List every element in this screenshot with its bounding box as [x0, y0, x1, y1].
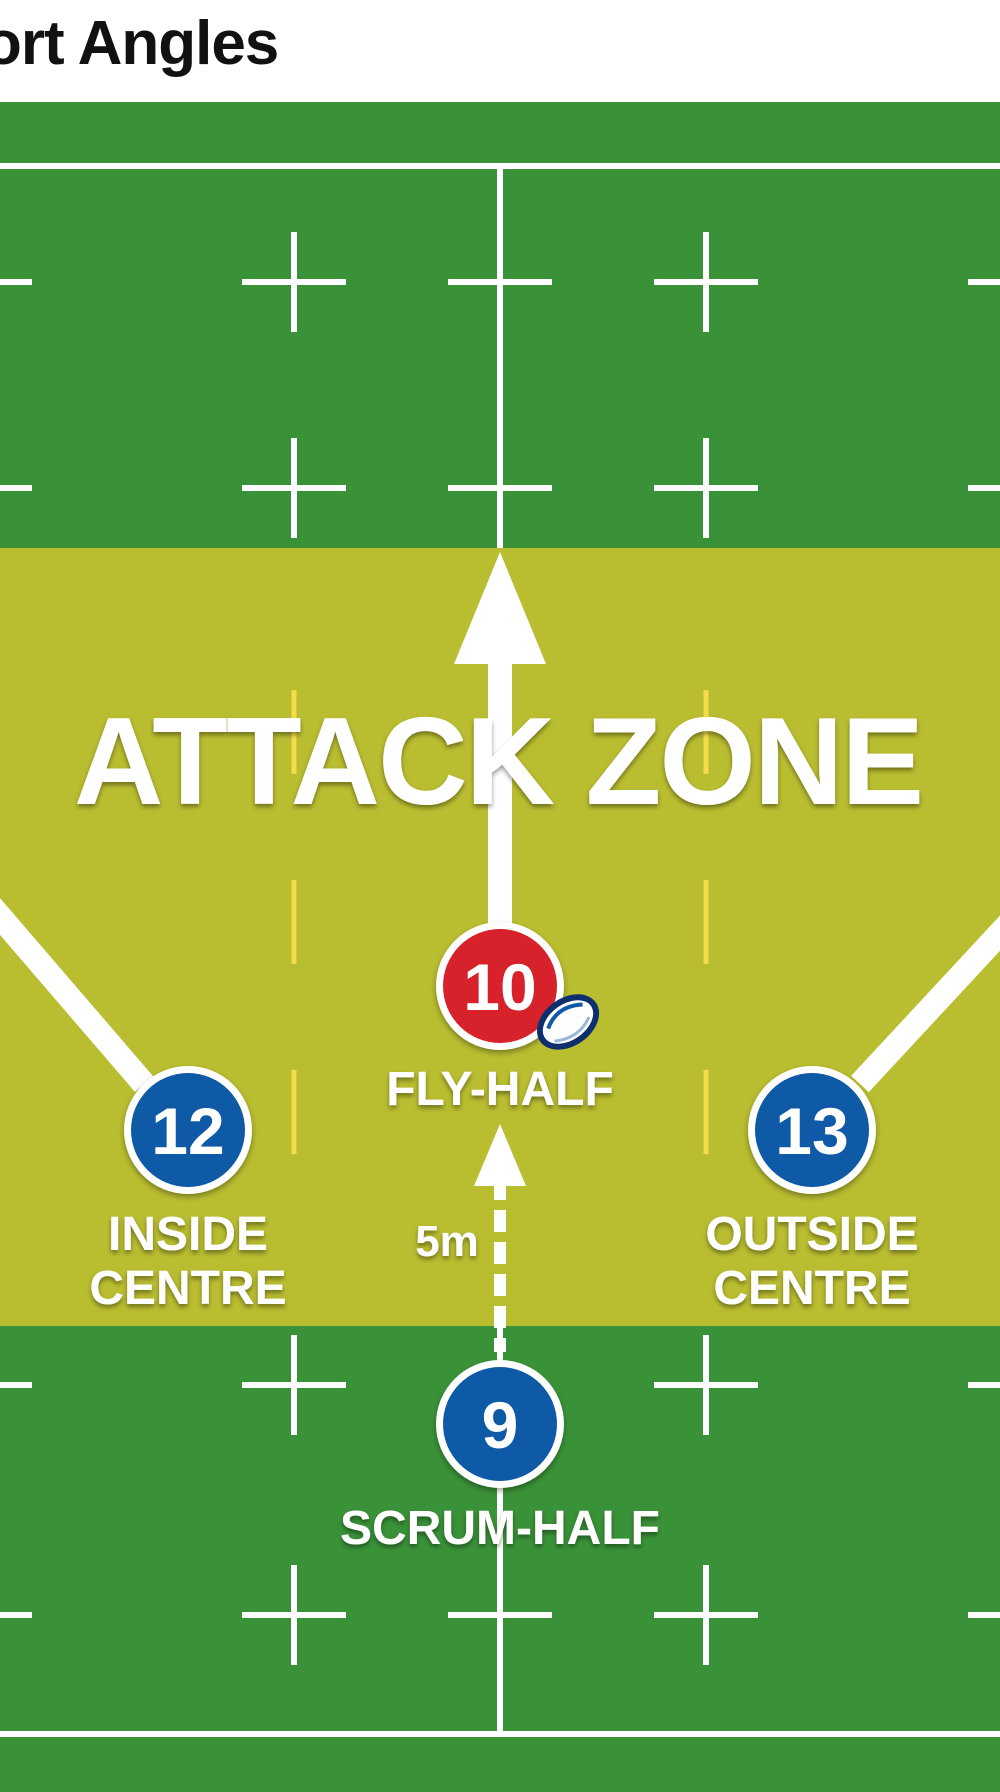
player-number: 9 — [482, 1388, 519, 1462]
player-outside-centre: 13 — [748, 1066, 876, 1194]
field-markers-upper — [0, 232, 1000, 538]
player-role-label: CENTRE — [89, 1262, 286, 1315]
page-title: ort Angles — [0, 9, 279, 78]
player-role-label: FLY-HALF — [386, 1063, 614, 1116]
field-markers-lower — [0, 1335, 1000, 1665]
distance-label: 5m — [415, 1217, 479, 1266]
player-role-label: CENTRE — [713, 1262, 910, 1315]
player-number: 10 — [463, 950, 536, 1024]
player-scrum-half: 9 — [436, 1360, 564, 1488]
rugby-ball-icon — [536, 994, 600, 1050]
player-fly-half: 10 — [436, 922, 564, 1050]
player-role-label: OUTSIDE — [705, 1208, 918, 1261]
player-number: 13 — [775, 1094, 848, 1168]
title-bar: ort Angles — [0, 0, 1000, 102]
player-inside-centre: 12 — [124, 1066, 252, 1194]
outside-centre-support-line — [851, 915, 1000, 1093]
forward-arrow — [454, 552, 546, 940]
player-role-label: SCRUM-HALF — [340, 1502, 660, 1555]
player-role-label: INSIDE — [108, 1208, 268, 1261]
player-number: 12 — [151, 1094, 224, 1168]
inside-centre-support-line — [0, 898, 154, 1092]
support-channel-guides — [291, 690, 709, 1160]
pass-arrow-5m — [474, 1124, 526, 1352]
attack-zone-label: ATTACK ZONE — [74, 693, 922, 831]
